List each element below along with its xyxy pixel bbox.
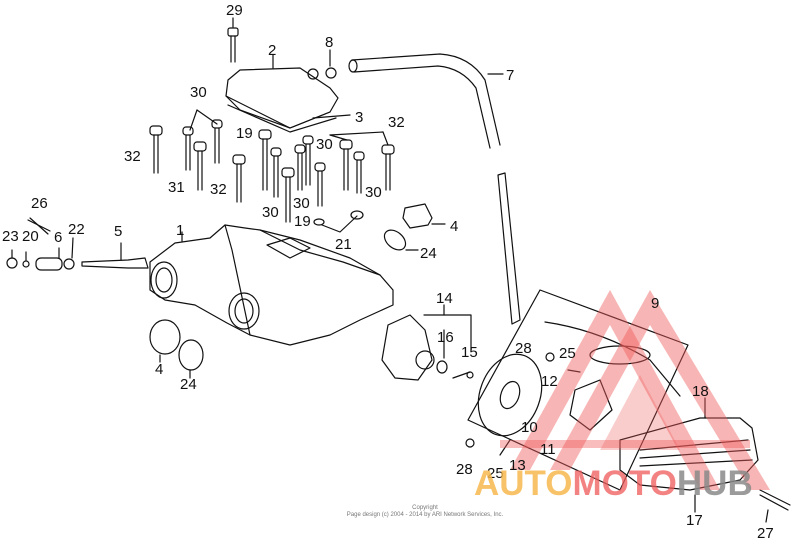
callout-32: 32 — [210, 181, 227, 198]
callout-30: 30 — [293, 195, 310, 212]
watermark-text: AUTOMOTOHUB — [474, 466, 753, 501]
callout-14: 14 — [436, 290, 453, 307]
callout-24: 24 — [420, 245, 437, 262]
copyright-line1: Copyright — [412, 505, 438, 511]
callout-32: 32 — [388, 114, 405, 131]
callout-30: 30 — [262, 204, 279, 221]
callout-2: 2 — [268, 42, 277, 59]
callout-12: 12 — [541, 373, 558, 390]
callout-7: 7 — [506, 67, 515, 84]
callout-16: 16 — [437, 329, 454, 346]
callout-3: 3 — [355, 109, 364, 126]
cylinder-head-body-icon — [149, 224, 394, 379]
callout-19: 19 — [236, 125, 253, 142]
callout-19: 19 — [294, 213, 311, 230]
washer-21-icon — [313, 210, 364, 233]
callout-29: 29 — [226, 2, 243, 19]
plug-4-icon — [383, 203, 446, 251]
callout-27: 27 — [757, 525, 774, 542]
callout-30: 30 — [190, 84, 207, 101]
callout-30: 30 — [316, 136, 333, 153]
watermark-part-auto: AUTO — [474, 464, 573, 503]
callout-28: 28 — [456, 461, 473, 478]
breather-hose-icon — [348, 53, 521, 325]
watermark-part-hub: HUB — [676, 464, 753, 503]
bolts-cluster-icon — [149, 109, 395, 223]
callout-4: 4 — [155, 361, 164, 378]
pulser-cover-icon — [619, 397, 791, 523]
shaft-assembly-icon — [6, 217, 149, 271]
head-cover-icon — [225, 54, 339, 133]
copyright-line2: Page design (c) 2004 - 2014 by ARI Netwo… — [346, 512, 504, 518]
callout-15: 15 — [461, 344, 478, 361]
callout-13: 13 — [509, 457, 526, 474]
callout-8: 8 — [325, 34, 334, 51]
callout-18: 18 — [692, 383, 709, 400]
callout-6: 6 — [54, 229, 63, 246]
callout-21: 21 — [335, 236, 352, 253]
callout-23: 23 — [2, 228, 19, 245]
callout-26: 26 — [31, 195, 48, 212]
callout-17: 17 — [686, 512, 703, 529]
callout-28: 28 — [515, 340, 532, 357]
callout-22: 22 — [68, 221, 85, 238]
callout-32: 32 — [124, 148, 141, 165]
ignition-assembly-icon — [465, 289, 689, 491]
watermark-logo-icon — [500, 290, 770, 490]
callout-24: 24 — [180, 376, 197, 393]
callout-10: 10 — [521, 419, 538, 436]
callout-11: 11 — [540, 441, 556, 458]
callout-31: 31 — [168, 179, 185, 196]
watermark-part-moto: MOTO — [572, 464, 677, 503]
callout-25: 25 — [559, 345, 576, 362]
callout-9: 9 — [651, 295, 660, 312]
callout-5: 5 — [114, 223, 123, 240]
copyright-notice: Copyright Page design (c) 2004 - 2014 by… — [300, 505, 550, 519]
callout-30: 30 — [365, 184, 382, 201]
callout-20: 20 — [22, 228, 39, 245]
pulser-generator-icon — [381, 304, 474, 381]
callout-1: 1 — [176, 222, 185, 239]
callout-25: 25 — [487, 465, 504, 482]
bolt-29-icon — [227, 17, 239, 63]
callout-4: 4 — [450, 218, 459, 235]
